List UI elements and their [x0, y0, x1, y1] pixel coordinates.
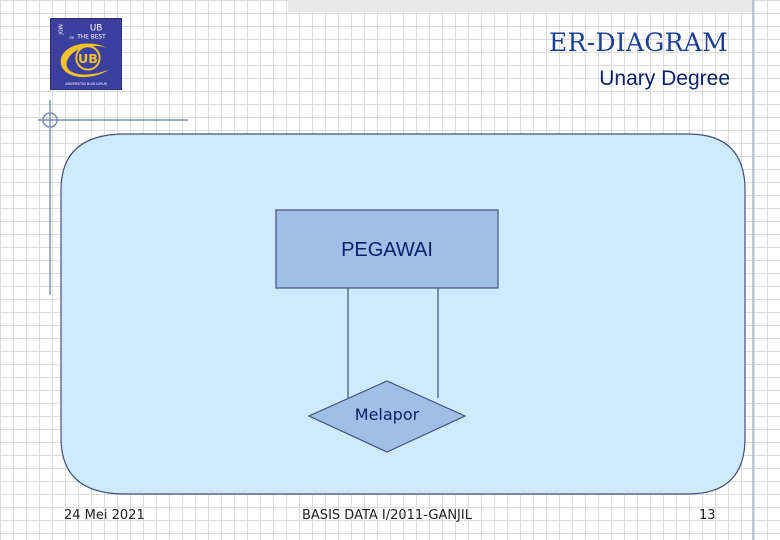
- diagram-panel: [60, 133, 746, 495]
- logo-the-best-text: THE BEST: [76, 34, 106, 40]
- entity-pegawai-label: PEGAWAI: [341, 239, 433, 261]
- university-logo: JOIN UB be THE BEST UB UNIVERSITAS BUDI …: [50, 18, 122, 90]
- slide-subtitle: Unary Degree: [599, 67, 730, 90]
- slide-title: ER-DIAGRAM: [549, 28, 728, 57]
- logo-ub-circle: [75, 45, 101, 71]
- entity-pegawai: [275, 209, 499, 289]
- logo-swoosh: [60, 43, 110, 78]
- logo-be-text: be: [69, 34, 74, 39]
- footer-page-number: 13: [699, 508, 716, 523]
- logo-ub-small-text: UB: [90, 24, 102, 34]
- logo-bottom-text: UNIVERSITAS BUDI LUHUR: [65, 82, 108, 86]
- relationship-melapor-label: Melapor: [355, 405, 420, 424]
- footer-date: 24 Mei 2021: [64, 508, 145, 523]
- logo-ub-text: UB: [78, 51, 98, 66]
- footer-course: BASIS DATA I/2011-GANJIL: [302, 508, 472, 523]
- relationship-melapor: [307, 380, 467, 453]
- logo-join-text: JOIN: [59, 24, 65, 36]
